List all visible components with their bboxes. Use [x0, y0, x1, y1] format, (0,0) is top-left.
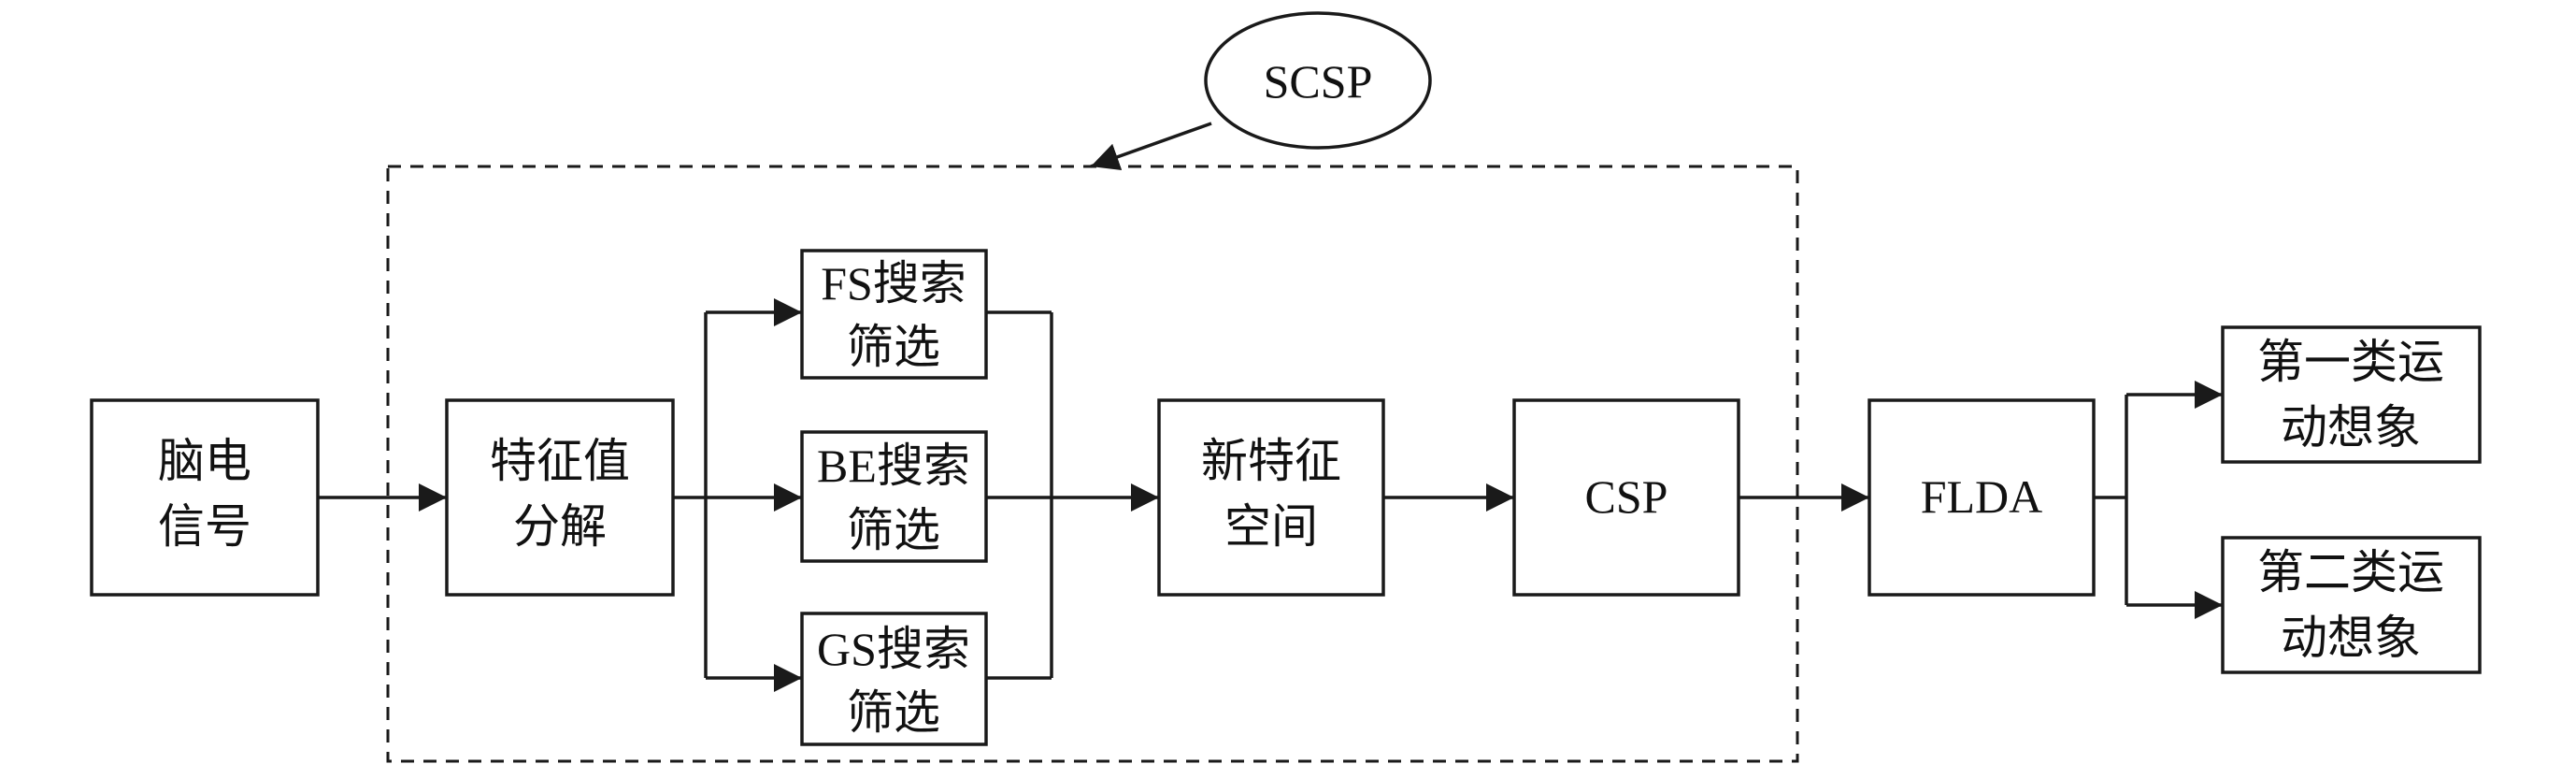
node-class2-box — [2221, 536, 2482, 674]
node-gs-box — [800, 612, 988, 746]
node-flda: FLDA — [1868, 398, 2096, 597]
node-fs-line2: 筛选 — [847, 321, 940, 373]
node-class1-line1: 第一类运 — [2257, 336, 2444, 388]
node-gs-line2: 筛选 — [847, 686, 940, 739]
node-newspace-line2: 空间 — [1224, 500, 1318, 553]
node-class2: 第二类运 动想象 — [2221, 536, 2482, 674]
node-class1-box — [2221, 325, 2482, 464]
node-eigen-box — [445, 398, 675, 597]
node-csp-line1: CSP — [1585, 470, 1668, 523]
node-csp-box — [1512, 398, 1740, 597]
node-eigen-line2: 分解 — [513, 500, 607, 553]
scsp-callout-arrow — [1090, 122, 1212, 171]
node-gs: GS搜索 筛选 — [800, 612, 988, 746]
node-newspace-box — [1157, 398, 1385, 597]
node-eeg-box — [90, 398, 320, 597]
node-flda-line1: FLDA — [1921, 470, 2043, 523]
node-flda-box — [1868, 398, 2096, 597]
scsp-callout-label: SCSP — [1264, 55, 1373, 108]
node-fs-box — [800, 249, 988, 380]
node-newspace: 新特征 空间 — [1157, 398, 1385, 597]
node-class2-line1: 第二类运 — [2257, 546, 2444, 598]
scsp-callout-ellipse — [1204, 11, 1432, 150]
node-class2-line2: 动想象 — [2281, 612, 2421, 664]
node-eigen-line1: 特征值 — [490, 435, 630, 487]
node-eeg-line1: 脑电 — [158, 435, 251, 487]
node-fs-line1: FS搜索 — [821, 257, 966, 310]
node-class1-line2: 动想象 — [2281, 401, 2421, 454]
node-eeg: 脑电 信号 — [90, 398, 320, 597]
node-be-line2: 筛选 — [847, 504, 940, 556]
node-csp: CSP — [1512, 398, 1740, 597]
node-gs-line1: GS搜索 — [817, 623, 970, 675]
node-be-box — [800, 430, 988, 563]
node-be-line1: BE搜索 — [817, 440, 970, 492]
node-fs: FS搜索 筛选 — [800, 249, 988, 380]
node-eigen: 特征值 分解 — [445, 398, 675, 597]
node-eeg-line2: 信号 — [158, 500, 251, 553]
node-newspace-line1: 新特征 — [1201, 435, 1341, 487]
node-be: BE搜索 筛选 — [800, 430, 988, 563]
node-class1: 第一类运 动想象 — [2221, 325, 2482, 464]
